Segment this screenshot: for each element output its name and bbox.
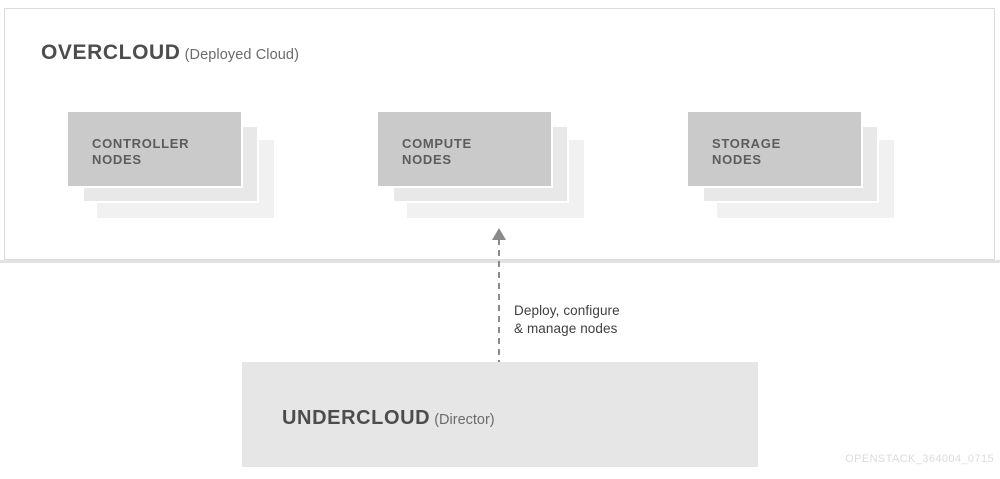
- node-stack-controller: CONTROLLER NODES: [66, 110, 274, 222]
- overcloud-panel-underline: [0, 260, 1000, 263]
- card-layer-front: CONTROLLER NODES: [66, 110, 243, 188]
- card-layer-front: COMPUTE NODES: [376, 110, 553, 188]
- overcloud-title-main: OVERCLOUD: [41, 41, 181, 64]
- undercloud-title-sub: (Director): [434, 412, 495, 428]
- node-stack-compute: COMPUTE NODES: [376, 110, 584, 222]
- connector-caption: Deploy, configure & manage nodes: [514, 303, 620, 336]
- deploy-arrow: [488, 228, 512, 368]
- undercloud-title-main: UNDERCLOUD: [282, 407, 431, 429]
- node-stack-label: STORAGE NODES: [712, 136, 781, 167]
- undercloud-title: UNDERCLOUD(Director): [282, 408, 495, 428]
- undercloud-box: UNDERCLOUD(Director): [242, 362, 758, 467]
- card-layer-front: STORAGE NODES: [686, 110, 863, 188]
- node-stack-label: COMPUTE NODES: [402, 136, 472, 167]
- node-stack-storage: STORAGE NODES: [686, 110, 894, 222]
- node-stack-label: CONTROLLER NODES: [92, 136, 190, 167]
- overcloud-title: OVERCLOUD(Deployed Cloud): [41, 42, 299, 63]
- overcloud-title-sub: (Deployed Cloud): [184, 47, 300, 63]
- arrow-up-icon: [492, 228, 506, 240]
- watermark-label: OPENSTACK_364004_0715: [845, 453, 994, 465]
- dashed-line: [498, 239, 500, 368]
